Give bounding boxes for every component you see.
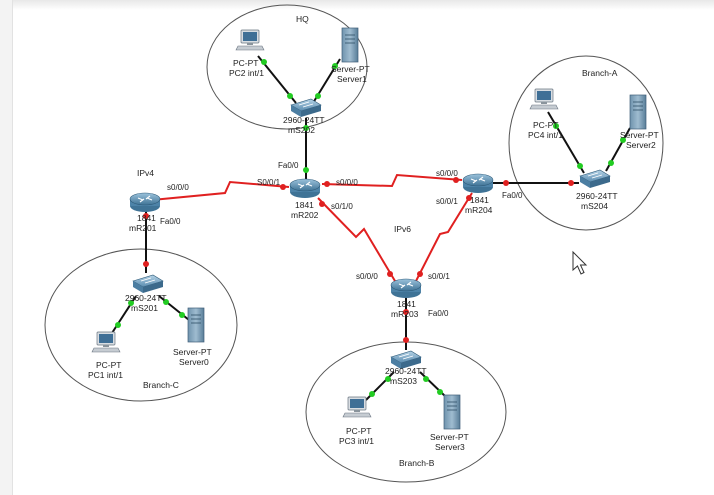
device-name: Server3 [435,442,465,452]
device-name: Server1 [337,74,367,84]
device-name: mS203 [390,376,417,386]
device-server1[interactable]: Server-PT Server1 [331,27,370,84]
port-label: Fa0/0 [160,217,181,226]
device-switch-s201[interactable]: 2960-24TT mS201 [125,274,167,313]
device-name: Server0 [179,357,209,367]
device-name: mR202 [291,210,319,220]
port-label: Fa0/0 [278,161,299,170]
device-type: Server-PT [430,432,469,442]
port-label: s0/0/0 [336,178,358,187]
link-r204-r203[interactable] [415,192,473,282]
link-r202-r204[interactable] [321,173,463,188]
device-model: 2960-24TT [576,191,618,201]
link-r201-r202[interactable] [151,180,290,201]
device-type: PC-PT [346,426,372,436]
device-name: mR204 [465,205,493,215]
window-top-edge [0,0,714,10]
port-label: Fa0/0 [502,191,523,200]
device-name: mR201 [129,223,157,233]
device-name: PC4 int/1 [528,130,563,140]
device-router-r203[interactable]: 1841 mR203 [390,278,422,319]
device-name: Server2 [626,140,656,150]
device-type: Server-PT [331,64,370,74]
port-label: s0/0/0 [356,272,378,281]
device-model: 2960-24TT [385,366,427,376]
area-hq: HQ [206,4,368,130]
device-server0[interactable]: Server-PT Server0 [173,307,212,367]
port-label: S0/0/1 [257,178,281,187]
device-pc2[interactable]: PC-PT PC2 int/1 [229,29,265,78]
device-name: PC2 int/1 [229,68,264,78]
note-ipv6: IPv6 [394,224,411,234]
area-branch-c: Branch-C [44,248,238,402]
link-r202-r203[interactable] [317,197,396,282]
workspace-left-edge [0,0,13,495]
area-label-branch-c: Branch-C [143,380,179,390]
device-model: 1841 [397,299,416,309]
device-name: PC1 int/1 [88,370,123,380]
mouse-cursor-icon [572,250,588,275]
port-labels: Fa0/0 S0/0/1 s0/0/0 s0/1/0 s0/0/0 Fa0/0 … [160,161,523,318]
device-router-r201[interactable]: 1841 mR201 [129,192,161,233]
device-model: 2960-24TT [283,115,325,125]
device-pc3[interactable]: PC-PT PC3 int/1 [339,396,374,446]
note-ipv4: IPv4 [137,168,154,178]
device-type: PC-PT [533,120,559,130]
port-label: s0/0/1 [436,197,458,206]
device-name: mS202 [288,125,315,135]
device-name: PC3 int/1 [339,436,374,446]
area-branch-a: Branch-A [508,55,664,231]
port-label: Fa0/0 [428,309,449,318]
device-name: mS201 [131,303,158,313]
device-switch-s204[interactable]: 2960-24TT mS204 [576,169,618,211]
device-type: Server-PT [173,347,212,357]
port-label: s0/0/0 [167,183,189,192]
link-pc4-s204[interactable] [547,111,585,174]
device-switch-s202[interactable]: 2960-24TT mS202 [283,98,325,135]
device-type: PC-PT [96,360,122,370]
device-router-r202[interactable]: 1841 mR202 [289,178,321,220]
area-label-branch-b: Branch-B [399,458,435,468]
area-label-hq: HQ [296,14,309,24]
area-label-branch-a: Branch-A [582,68,618,78]
port-label: s0/0/0 [436,169,458,178]
port-label: s0/1/0 [331,202,353,211]
device-type: PC-PT [233,58,259,68]
device-switch-s203[interactable]: 2960-24TT mS203 [385,350,427,386]
device-server2[interactable]: Server-PT Server2 [620,94,659,150]
device-model: 1841 [137,213,156,223]
device-name: mR203 [391,309,419,319]
device-type: Server-PT [620,130,659,140]
device-model: 2960-24TT [125,293,167,303]
device-name: mS204 [581,201,608,211]
port-label: s0/0/1 [428,272,450,281]
serial-links [151,173,473,282]
device-pc4[interactable]: PC-PT PC4 int/1 [528,88,563,140]
device-server3[interactable]: Server-PT Server3 [430,394,469,452]
link-status-dots [115,59,626,397]
device-router-r204[interactable]: 1841 mR204 [462,173,494,215]
device-model: 1841 [295,200,314,210]
device-model: 1841 [470,195,489,205]
device-pc1[interactable]: PC-PT PC1 int/1 [88,331,123,380]
